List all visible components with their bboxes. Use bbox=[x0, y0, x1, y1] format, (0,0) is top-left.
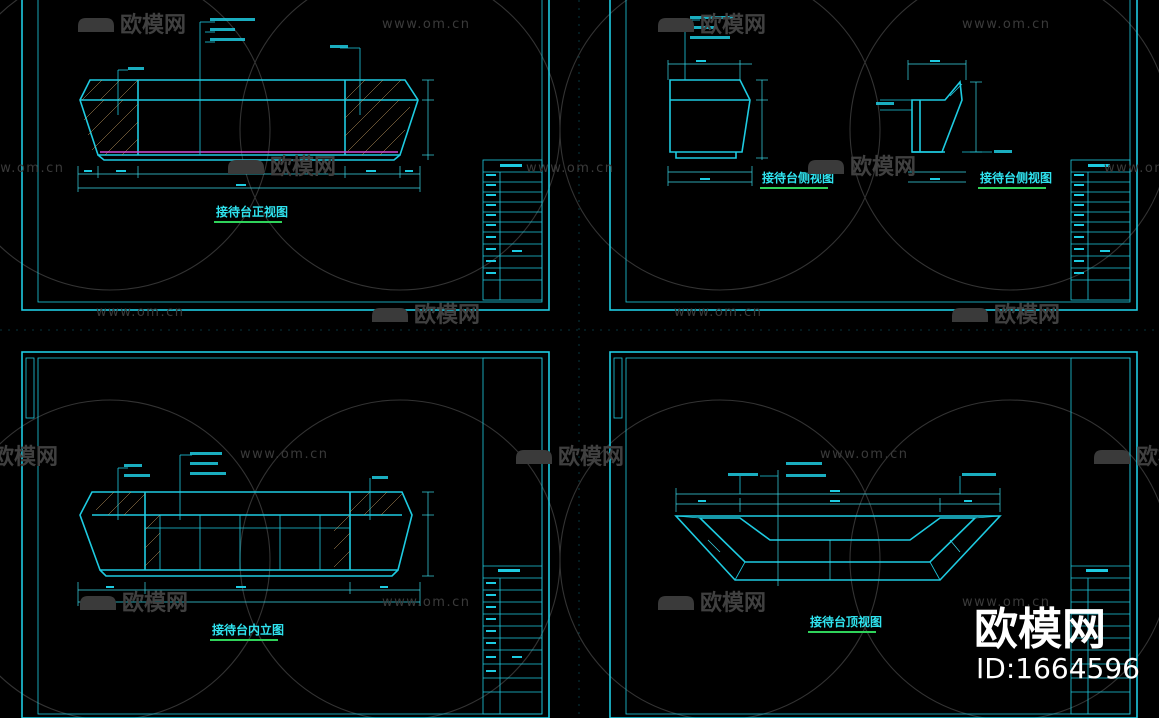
watermark-url: www.om.cn bbox=[240, 447, 328, 462]
brand-id: ID:1664596 bbox=[976, 652, 1140, 685]
watermark-url: www.om.cn bbox=[674, 305, 762, 320]
sheet-title-inner: 接待台内立图 bbox=[212, 622, 284, 637]
watermark-brand: 欧模网 bbox=[270, 154, 336, 180]
watermark-url: www.om.cn bbox=[382, 17, 470, 32]
brand-badge: 欧模网 ID:1664596 bbox=[974, 604, 1140, 685]
sheet-side-view: 接待台侧视图 接待台侧视图 bbox=[609, 0, 1138, 311]
sheet-inner-elevation: 接待台内立图 bbox=[21, 351, 550, 718]
hatched-panel-right bbox=[344, 79, 411, 156]
watermark-url: www.om.cn bbox=[0, 161, 64, 176]
brand-name: 欧模网 bbox=[974, 604, 1106, 655]
watermark-brand: 欧模网 bbox=[994, 302, 1060, 328]
watermark-brand: 欧模网 bbox=[0, 444, 58, 470]
sheet-title-top: 接待台顶视图 bbox=[810, 614, 882, 629]
desk-top-drawing bbox=[674, 462, 1002, 586]
title-block bbox=[1070, 159, 1131, 301]
watermark-url: www.om.cn bbox=[526, 161, 614, 176]
watermark-brand: 欧模网 bbox=[700, 12, 766, 38]
watermark-url: www.om.cn bbox=[962, 595, 1050, 610]
watermark-sofa-icon bbox=[78, 18, 1130, 610]
watermark-brand: 欧模网 bbox=[122, 590, 188, 616]
title-block bbox=[1070, 357, 1131, 715]
hatched-panel-right bbox=[333, 491, 403, 568]
title-block bbox=[482, 159, 543, 301]
desk-side-profile-left bbox=[667, 16, 768, 186]
watermark-brand: 欧模网 bbox=[850, 154, 916, 180]
hatched-panel-left bbox=[95, 491, 161, 567]
watermark-url: www.om.cn bbox=[382, 595, 470, 610]
sheet-front-view: 接待台正视图 bbox=[21, 0, 550, 311]
watermark-brand: 欧模网 bbox=[414, 302, 480, 328]
sheet-title-front: 接待台正视图 bbox=[216, 204, 288, 219]
watermark-brand: 欧模网 bbox=[120, 12, 186, 38]
watermark-brand: 欧模网 bbox=[1136, 444, 1159, 470]
watermark-brand: 欧模网 bbox=[558, 444, 624, 470]
watermark-url: www.om.cn bbox=[820, 447, 908, 462]
desk-side-profile-right bbox=[876, 60, 1012, 183]
desk-inner-drawing bbox=[77, 452, 434, 606]
sheet-title-side-2: 接待台侧视图 bbox=[980, 170, 1052, 185]
hatched-panel-left bbox=[81, 79, 139, 156]
watermarks: 欧模网 欧模网 欧模网 欧模网 欧模网 欧模网 欧模网 欧模网 欧模网 欧模网 … bbox=[0, 12, 1159, 616]
watermark-url: www.om.cn bbox=[962, 17, 1050, 32]
sheet-top-view: 接待台顶视图 bbox=[609, 351, 1138, 718]
watermark-url: www.om.cn bbox=[96, 305, 184, 320]
watermark-url: www.om.cn bbox=[1104, 161, 1159, 176]
watermark-brand: 欧模网 bbox=[700, 590, 766, 616]
title-block bbox=[482, 357, 543, 715]
